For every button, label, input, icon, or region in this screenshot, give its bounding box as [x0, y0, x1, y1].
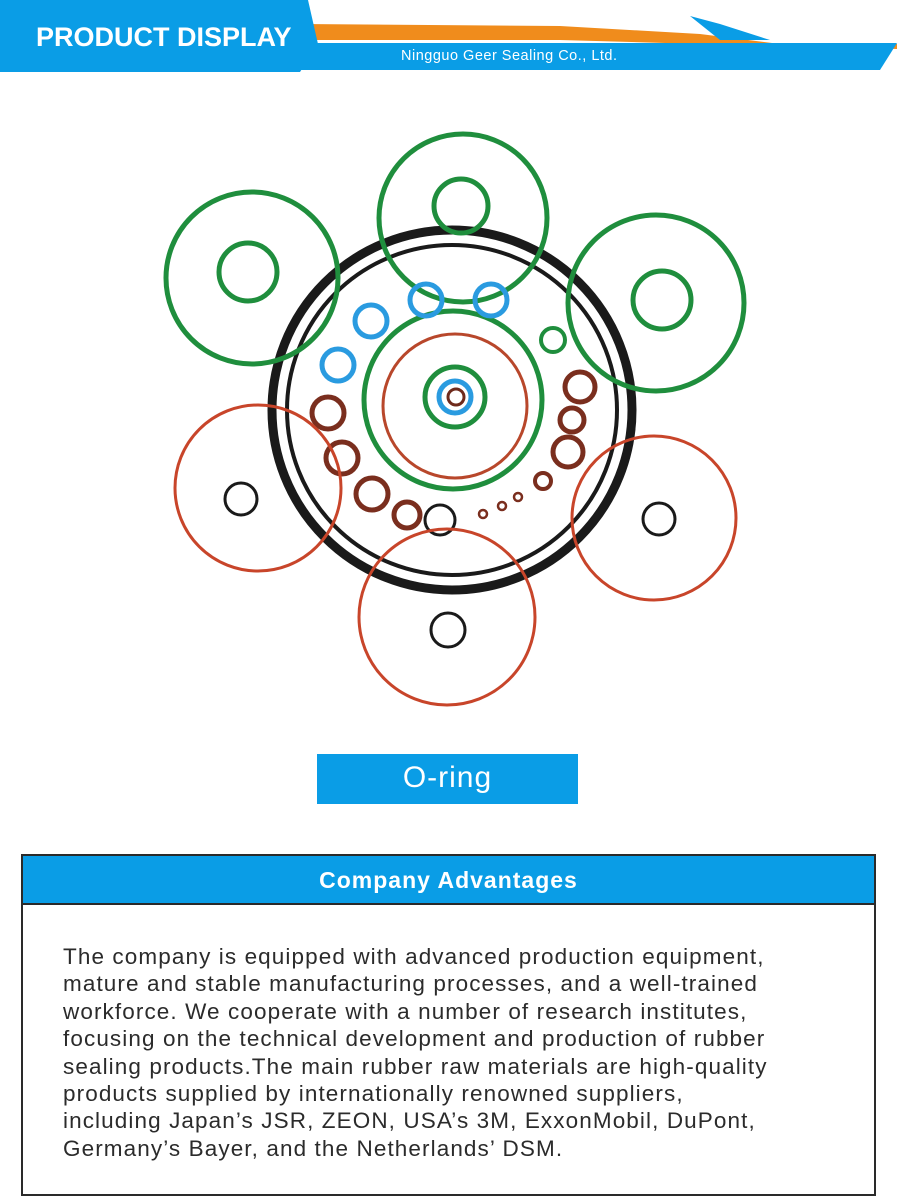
banner-orange-stripe: [300, 24, 897, 49]
brown-ring-l1: [309, 394, 347, 432]
orange-ring-right: [570, 434, 738, 602]
brown-ring-center-tiny: [446, 387, 466, 407]
page-title: PRODUCT DISPLAY: [36, 22, 292, 52]
brown-ring-l4: [391, 499, 423, 531]
advantages-line: including Japan’s JSR, ZEON, USA’s 3M, E…: [63, 1108, 756, 1134]
advantages-line: sealing products.The main rubber raw mat…: [63, 1053, 768, 1079]
green-ring-center-small: [422, 364, 488, 430]
header-banner: PRODUCT DISPLAY Ningguo Geer Sealing Co.…: [0, 0, 897, 80]
black-ring-small-bottom: [423, 503, 457, 537]
banner-graphic: [0, 0, 897, 72]
black-ring-left-small: [223, 481, 259, 517]
company-name: Ningguo Geer Sealing Co., Ltd.: [401, 48, 618, 64]
green-ring-top-left: [163, 189, 341, 367]
blue-ring-4: [319, 346, 357, 384]
brown-ring-r3: [550, 434, 586, 470]
brown-ring-l2: [323, 439, 361, 477]
brown-ring-tiny-3: [477, 508, 489, 520]
orange-ring-bottom: [357, 527, 537, 707]
brown-ring-tiny-2: [496, 500, 508, 512]
advantages-line: products supplied by internationally ren…: [63, 1081, 684, 1107]
blue-ring-center: [436, 378, 474, 416]
green-ring-top-small: [431, 176, 491, 236]
black-ring-right-small: [641, 501, 677, 537]
blue-ring-1: [352, 302, 390, 340]
advantages-title: Company Advantages: [23, 856, 874, 905]
green-ring-tiny: [539, 326, 567, 354]
black-ring-bottom-small: [429, 611, 467, 649]
blue-ring-2: [407, 281, 445, 319]
brown-ring-r4: [533, 471, 553, 491]
advantages-line: mature and stable manufacturing processe…: [63, 971, 758, 997]
brown-ring-r2: [557, 405, 587, 435]
green-ring-center-large: [361, 308, 545, 492]
orange-ring-center: [381, 332, 529, 480]
green-ring-right: [565, 212, 747, 394]
advantages-line: focusing on the technical development an…: [63, 1026, 766, 1052]
advantages-line: The company is equipped with advanced pr…: [63, 944, 765, 969]
banner-blue-block: [0, 0, 318, 72]
company-advantages-card: Company Advantages The company is equipp…: [21, 854, 876, 1196]
advantages-text: The company is equipped with advanced pr…: [23, 905, 874, 1162]
blue-ring-3: [472, 281, 510, 319]
advantages-line: workforce. We cooperate with a number of…: [63, 998, 748, 1024]
brown-ring-l3: [353, 475, 391, 513]
banner-blue-ribbon: [300, 43, 897, 70]
product-caption: O-ring: [317, 754, 578, 804]
green-ring-top-left-small: [216, 240, 280, 304]
advantages-line: Germany’s Bayer, and the Netherlands’ DS…: [63, 1135, 564, 1161]
brown-ring-r1: [562, 369, 598, 405]
banner-blue-wedge: [690, 16, 770, 40]
oring-product-image: [163, 131, 747, 707]
green-ring-top: [376, 131, 550, 305]
orange-ring-left: [173, 403, 343, 573]
brown-ring-tiny-1: [512, 491, 524, 503]
green-ring-right-small: [630, 268, 694, 332]
